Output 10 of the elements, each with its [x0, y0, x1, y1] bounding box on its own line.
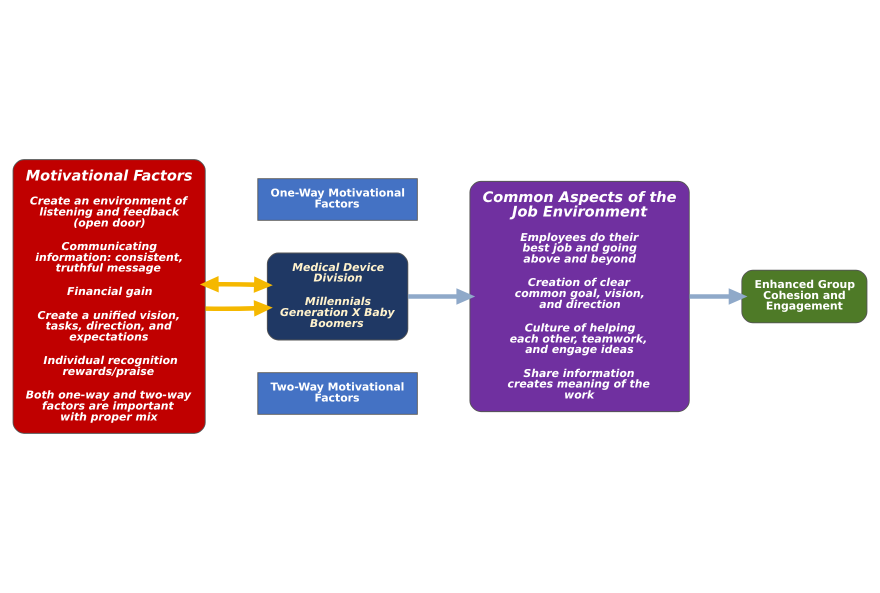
node-box: One-Way Motivational Factors [257, 178, 418, 221]
node-box: Common Aspects of the Job Environment Employees do their best job and going above and beyond Creation of clear common goal, vision, and direction Culture of helping each other, teamwork, and engage ideas Share information creates meaning of the work [469, 180, 690, 412]
arrow [200, 276, 273, 293]
arrow [205, 300, 273, 317]
node-box: Enhanced Group Cohesion and Engagement [741, 270, 868, 324]
node-box: Motivational Factors Create an environment of listening and feedback (open door) Communicating information: consistent, truthful message Financial gain Create a unified vision, tasks, direction, and expectations Individual recognition rewards/praise Both one-way and two-way factors are important with proper mix [12, 159, 206, 434]
arrow [408, 288, 476, 305]
node-box: Medical Device Division Millennials Generation X Baby Boomers [266, 252, 408, 340]
arrow [689, 288, 748, 305]
node-box: Two-Way Motivational Factors [257, 372, 418, 415]
